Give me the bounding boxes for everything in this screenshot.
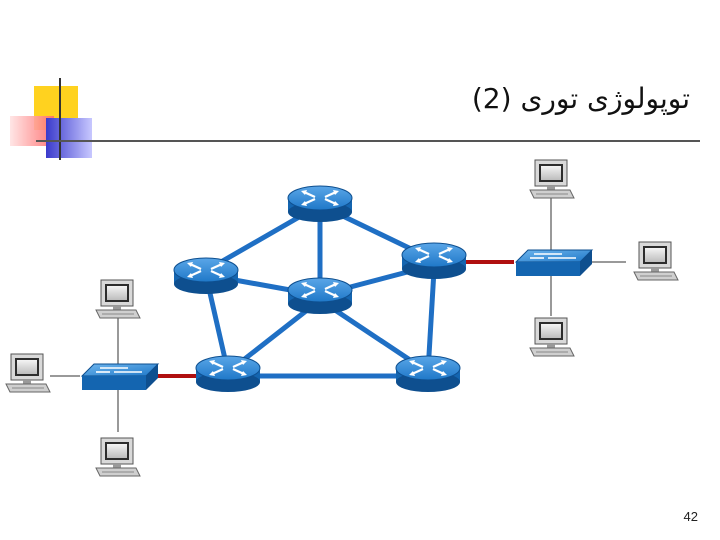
computer-icon: [529, 317, 575, 357]
computer-icon: [633, 241, 679, 281]
computer-icon: [529, 159, 575, 199]
computer-icon: [5, 353, 51, 393]
router-icon: [194, 354, 262, 394]
router-icon: [286, 184, 354, 224]
router-icon: [400, 241, 468, 281]
computer-icon: [95, 279, 141, 319]
switch-icon: [81, 363, 159, 391]
router-icon: [172, 256, 240, 296]
slide-title: توپولوژی توری (2): [471, 82, 690, 115]
computer-icon: [95, 437, 141, 477]
title-underline: [36, 140, 700, 142]
page-number: 42: [683, 509, 698, 524]
decor-blue-block: [46, 118, 92, 158]
router-icon: [286, 276, 354, 316]
switch-icon: [515, 249, 593, 277]
router-icon: [394, 354, 462, 394]
decor-vertical-line: [59, 78, 61, 160]
link-right-bottomright: [425, 267, 437, 375]
